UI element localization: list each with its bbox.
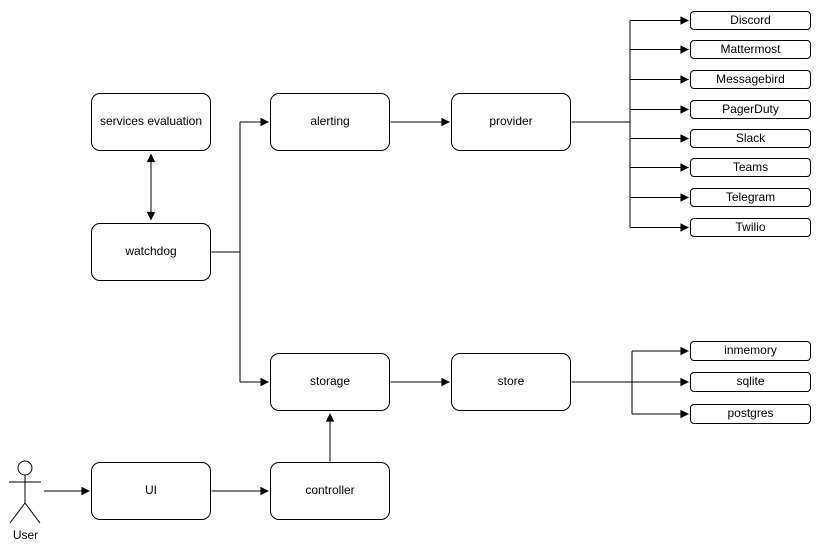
node-provider-target-telegram: Telegram bbox=[690, 188, 811, 207]
provider-target-label: Telegram bbox=[725, 189, 776, 204]
provider-target-label: Twilio bbox=[735, 219, 766, 234]
node-storage: storage bbox=[270, 353, 390, 411]
node-ui-label: UI bbox=[145, 483, 157, 498]
node-provider-label: provider bbox=[489, 114, 533, 129]
edge-watchdog-branch bbox=[211, 122, 241, 382]
node-provider-target-teams: Teams bbox=[690, 158, 811, 177]
node-alerting-label: alerting bbox=[310, 114, 350, 129]
node-provider-target-slack: Slack bbox=[690, 129, 811, 148]
node-store-target-sqlite: sqlite bbox=[690, 372, 811, 392]
node-store-label: store bbox=[497, 374, 525, 389]
node-watchdog-label: watchdog bbox=[125, 244, 177, 259]
edge-store-branch bbox=[571, 351, 633, 414]
node-provider-target-discord: Discord bbox=[690, 11, 811, 30]
node-store-target-inmemory: inmemory bbox=[690, 341, 811, 361]
store-target-label: postgres bbox=[727, 406, 774, 421]
node-watchdog: watchdog bbox=[91, 223, 211, 281]
node-provider-target-mattermost: Mattermost bbox=[690, 40, 811, 59]
node-provider-target-pagerduty: PagerDuty bbox=[690, 100, 811, 119]
node-storage-label: storage bbox=[309, 374, 351, 389]
node-provider-target-messagebird: Messagebird bbox=[690, 70, 811, 89]
node-controller: controller bbox=[270, 462, 390, 520]
node-store-target-postgres: postgres bbox=[690, 404, 811, 424]
provider-target-label: Teams bbox=[732, 159, 769, 174]
provider-target-label: Mattermost bbox=[720, 41, 781, 56]
provider-target-label: Messagebird bbox=[716, 71, 785, 86]
node-alerting: alerting bbox=[270, 93, 390, 151]
provider-target-label: Discord bbox=[730, 12, 771, 27]
user-actor-icon bbox=[9, 460, 41, 524]
node-services-evaluation-label: services evaluation bbox=[99, 114, 203, 129]
node-ui: UI bbox=[91, 462, 211, 520]
node-controller-label: controller bbox=[305, 483, 355, 498]
provider-target-label: PagerDuty bbox=[722, 101, 779, 116]
node-provider-target-twilio: Twilio bbox=[690, 218, 811, 237]
node-services-evaluation: services evaluation bbox=[91, 93, 211, 151]
node-store: store bbox=[451, 353, 571, 411]
node-provider: provider bbox=[451, 93, 571, 151]
edge-provider-branch bbox=[571, 20, 631, 228]
user-actor-label: User bbox=[12, 528, 39, 542]
provider-target-label: Slack bbox=[735, 130, 766, 145]
store-target-label: inmemory bbox=[724, 343, 777, 358]
store-target-label: sqlite bbox=[736, 374, 765, 389]
